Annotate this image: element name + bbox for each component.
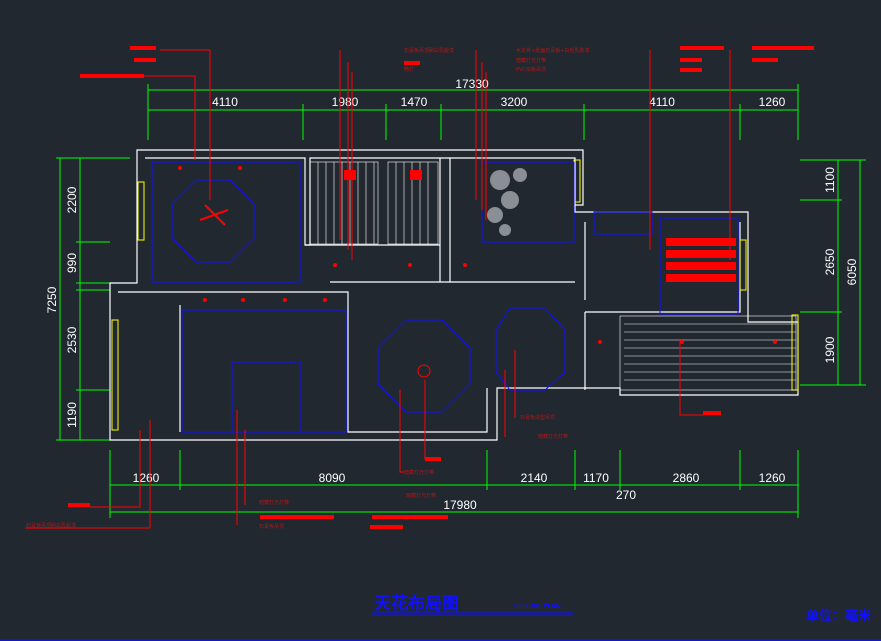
annotation-bottom-4: 暗藏灯光灯带: [406, 492, 436, 499]
dim-top-5: 4110: [649, 95, 675, 109]
dim-bottom-5: 2860: [673, 471, 700, 485]
dim-top-4: 3200: [501, 95, 528, 109]
dimension-lines: [56, 84, 866, 518]
red-fixtures: [178, 166, 777, 378]
plant-pattern: [487, 168, 527, 236]
dim-left-4: 1190: [65, 402, 79, 428]
dim-bottom-total: 17980: [443, 498, 477, 512]
dim-bottom-4: 1170: [583, 471, 609, 485]
dim-left-1: 2200: [65, 186, 79, 213]
dim-right-2: 2650: [823, 248, 837, 275]
annotation-bottom-6: 石膏板造型吊顶: [520, 414, 555, 421]
leader-lines: [25, 49, 731, 529]
unit-label: 单位：毫米: [806, 608, 872, 624]
dim-bottom-6: 1260: [759, 471, 786, 485]
dim-top-3: 1470: [401, 95, 428, 109]
dim-bottom-2: 8090: [319, 471, 346, 485]
windows: [111, 159, 799, 431]
annotation-top-1: 石膏板吊顶刷白乳胶漆: [404, 47, 454, 54]
drawing-subtitle: CEILING PLAN: [514, 603, 561, 610]
dim-right-3: 1900: [823, 336, 837, 363]
dim-right-total: 6050: [845, 258, 859, 285]
dim-left-total: 7250: [45, 286, 59, 313]
annotation-top-5: PVC扣板吊顶: [516, 66, 546, 73]
annotation-bottom-3: 暗藏灯光灯带: [404, 469, 434, 476]
label-bars: [68, 46, 814, 529]
dim-left-2: 990: [65, 253, 79, 273]
annotation-top-3: 木龙骨+纸面石膏板+白色乳胶漆: [516, 47, 589, 54]
dim-top-total: 17330: [455, 77, 489, 91]
striped-ceiling: [309, 161, 797, 391]
annotation-bottom-5: 暗藏灯光灯带: [538, 433, 568, 440]
annotation-bottom-1: 暗藏灯光灯带: [259, 499, 289, 506]
dim-top-2: 1980: [332, 95, 359, 109]
drawing-title: 天花布局图: [374, 593, 459, 614]
dim-right-1: 1100: [823, 167, 837, 193]
dim-top-1: 4110: [212, 95, 238, 109]
annotation-bottom-7: 石膏板吊顶刷白乳胶漆: [26, 522, 76, 529]
dim-bottom-3: 2140: [521, 471, 548, 485]
dim-bottom-1: 1260: [133, 471, 160, 485]
dim-top-6: 1260: [759, 95, 786, 109]
annotation-top-4: 暗藏灯光灯带: [516, 57, 546, 64]
annotation-top-2: 筒灯: [404, 66, 414, 73]
dim-left-3: 2530: [65, 326, 79, 353]
ceiling-features: [151, 161, 739, 433]
annotation-bottom-2: 石膏板吊顶: [259, 523, 284, 530]
dim-bottom-extra: 270: [616, 488, 636, 502]
walls: [109, 149, 799, 441]
